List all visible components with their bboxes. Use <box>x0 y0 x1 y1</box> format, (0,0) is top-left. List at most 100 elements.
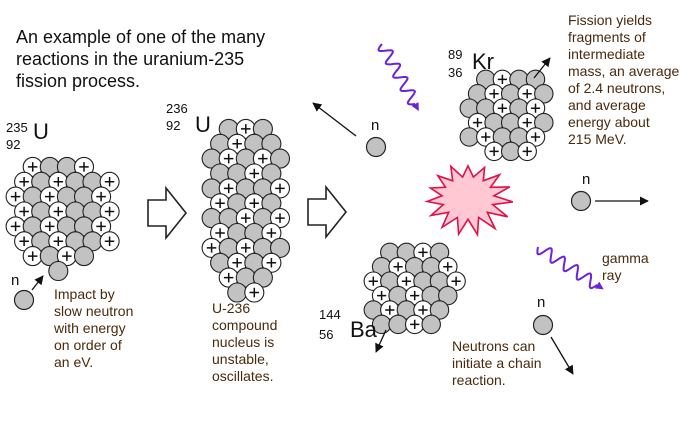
u235-symbol: U <box>33 119 49 144</box>
gamma-ray-arrowhead <box>594 281 604 290</box>
u236-symbol: U <box>195 112 211 137</box>
proton-charge-mark <box>241 124 251 134</box>
note-chain-reaction: Neutrons can initiate a chain reaction. <box>452 338 542 388</box>
barium-direction-arrow <box>375 329 387 353</box>
proton-charge-mark <box>232 258 242 268</box>
gamma-ray-lower <box>536 246 598 290</box>
proton-charge-mark <box>275 183 285 194</box>
incident-neutron-arrow <box>31 275 44 291</box>
note-gamma-ray: gamma ray <box>602 250 649 283</box>
note-impact: Impact by slow neutron with energy on or… <box>54 286 134 370</box>
neutron <box>252 267 273 288</box>
u236-atomic-number: 92 <box>166 118 181 133</box>
u235-atomic-number: 92 <box>6 137 21 152</box>
proton-charge-mark <box>258 153 268 164</box>
proton-charge-mark <box>377 291 387 301</box>
neutron-label-right: n <box>582 171 591 188</box>
kr-mass-number: 89 <box>448 47 463 62</box>
neutron <box>525 69 546 90</box>
proton-charge-mark <box>241 243 251 253</box>
neutron-label-upper-left: n <box>371 117 380 134</box>
proton-charge-mark <box>418 305 428 315</box>
neutron <box>421 314 441 335</box>
ba-mass-number: 144 <box>319 307 341 322</box>
proton-charge-mark <box>418 247 428 257</box>
uranium-235-nucleus <box>5 156 120 282</box>
neutron <box>48 260 69 282</box>
neutron <box>252 118 273 139</box>
proton-charge-mark <box>522 89 532 99</box>
proton-charge-mark <box>104 177 115 187</box>
fission-flash <box>424 164 514 238</box>
proton-charge-mark <box>266 258 277 268</box>
u235-mass-number: 235 <box>6 120 28 135</box>
neutron <box>500 141 521 162</box>
proton-charge-mark <box>79 162 89 172</box>
kr-atomic-number: 36 <box>448 65 463 80</box>
proton-charge-mark <box>393 262 403 272</box>
proton-charge-mark <box>249 287 259 298</box>
proton-charge-mark <box>10 191 21 202</box>
proton-charge-mark <box>522 118 532 128</box>
proton-charge-mark <box>489 146 499 156</box>
proton-charge-mark <box>206 243 217 253</box>
proton-charge-mark <box>401 276 411 286</box>
proton-charge-mark <box>530 132 541 142</box>
diagram-title: An example of one of the many reactions … <box>16 27 266 91</box>
ba-symbol: Ba <box>350 317 377 342</box>
neutron <box>429 242 450 263</box>
proton-charge-mark <box>96 221 106 232</box>
proton-charge-mark <box>27 251 38 261</box>
proton-charge-mark <box>489 89 499 99</box>
krypton-89-fragment <box>459 69 554 162</box>
proton-charge-mark <box>497 74 507 84</box>
proton-charge-mark <box>96 191 106 202</box>
proton-charge-mark <box>497 103 507 113</box>
incident-neutron <box>13 289 35 311</box>
neutron-label-incident: n <box>11 272 20 289</box>
proton-charge-mark <box>385 305 395 315</box>
proton-charge-mark <box>53 177 64 187</box>
emitted-neutron-arrow-lower-right <box>550 336 574 375</box>
neutron <box>438 285 458 306</box>
ba-atomic-number: 56 <box>319 327 334 342</box>
emitted-neutron-lower-right <box>532 314 554 336</box>
neutron <box>73 246 95 267</box>
krypton-direction-arrow <box>533 57 551 79</box>
neutron <box>534 84 554 104</box>
proton-charge-mark <box>232 139 242 149</box>
proton-charge-mark <box>104 236 115 246</box>
u236-mass-number: 236 <box>166 101 188 116</box>
proton-charge-mark <box>104 206 115 217</box>
proton-charge-mark <box>473 118 483 128</box>
proton-charge-mark <box>223 183 234 194</box>
proton-charge-mark <box>215 198 225 208</box>
kr-symbol: Kr <box>472 49 494 74</box>
proton-charge-mark <box>10 221 21 232</box>
proton-charge-mark <box>522 146 532 156</box>
neutron <box>459 127 480 147</box>
proton-charge-mark <box>19 177 29 187</box>
neutron-label-lower-right: n <box>537 294 546 311</box>
barium-144-fragment <box>363 242 466 335</box>
emitted-neutron-right <box>570 190 592 212</box>
proton-charge-mark <box>249 198 259 208</box>
proton-charge-mark <box>19 206 29 217</box>
proton-charge-mark <box>27 162 38 172</box>
uranium-236-compound-nucleus <box>201 118 291 303</box>
neutron <box>534 112 554 133</box>
proton-charge-mark <box>275 213 285 223</box>
proton-charge-mark <box>241 213 251 223</box>
proton-charge-mark <box>223 153 234 164</box>
neutron <box>269 237 291 258</box>
neutron <box>269 148 291 169</box>
note-compound-nucleus: U-236 compound nucleus is unstable, osci… <box>212 300 278 384</box>
proton-charge-mark <box>45 221 55 232</box>
neutron <box>388 314 408 335</box>
proton-charge-mark <box>62 251 72 261</box>
proton-charge-mark <box>53 236 64 246</box>
gamma-ray-arrowhead <box>411 102 419 112</box>
proton-charge-mark <box>215 228 225 238</box>
process-arrow-1 <box>147 185 188 241</box>
